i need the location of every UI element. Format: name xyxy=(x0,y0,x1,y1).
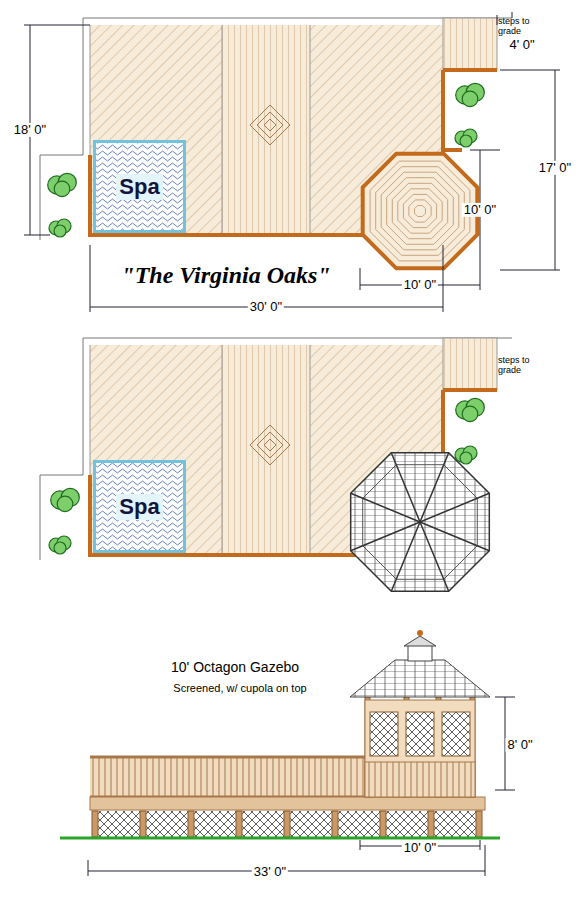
dimension: 10' 0" xyxy=(402,841,438,855)
dimension: 33' 0" xyxy=(252,865,288,879)
spa-box: Spa xyxy=(93,460,186,553)
dimension: 10' 0" xyxy=(402,278,438,292)
caption-label: 10' Octagon Gazebo xyxy=(169,660,301,675)
dimension: 30' 0" xyxy=(248,300,284,314)
dimension: 18' 0" xyxy=(12,123,48,137)
spa-box: Spa xyxy=(93,140,186,233)
note: Screened, w/ cupola on top xyxy=(171,682,308,694)
dimension: 8' 0" xyxy=(505,738,534,752)
note: steps to grade xyxy=(496,17,544,37)
dimension: 10' 0" xyxy=(462,203,498,217)
title: "The Virginia Oaks" xyxy=(119,262,332,288)
spa-label: Spa xyxy=(116,494,162,520)
dimension: 4' 0" xyxy=(507,38,536,52)
dimension: 17' 0" xyxy=(537,161,573,175)
spa-label: Spa xyxy=(116,174,162,200)
note: steps to grade xyxy=(496,356,544,376)
